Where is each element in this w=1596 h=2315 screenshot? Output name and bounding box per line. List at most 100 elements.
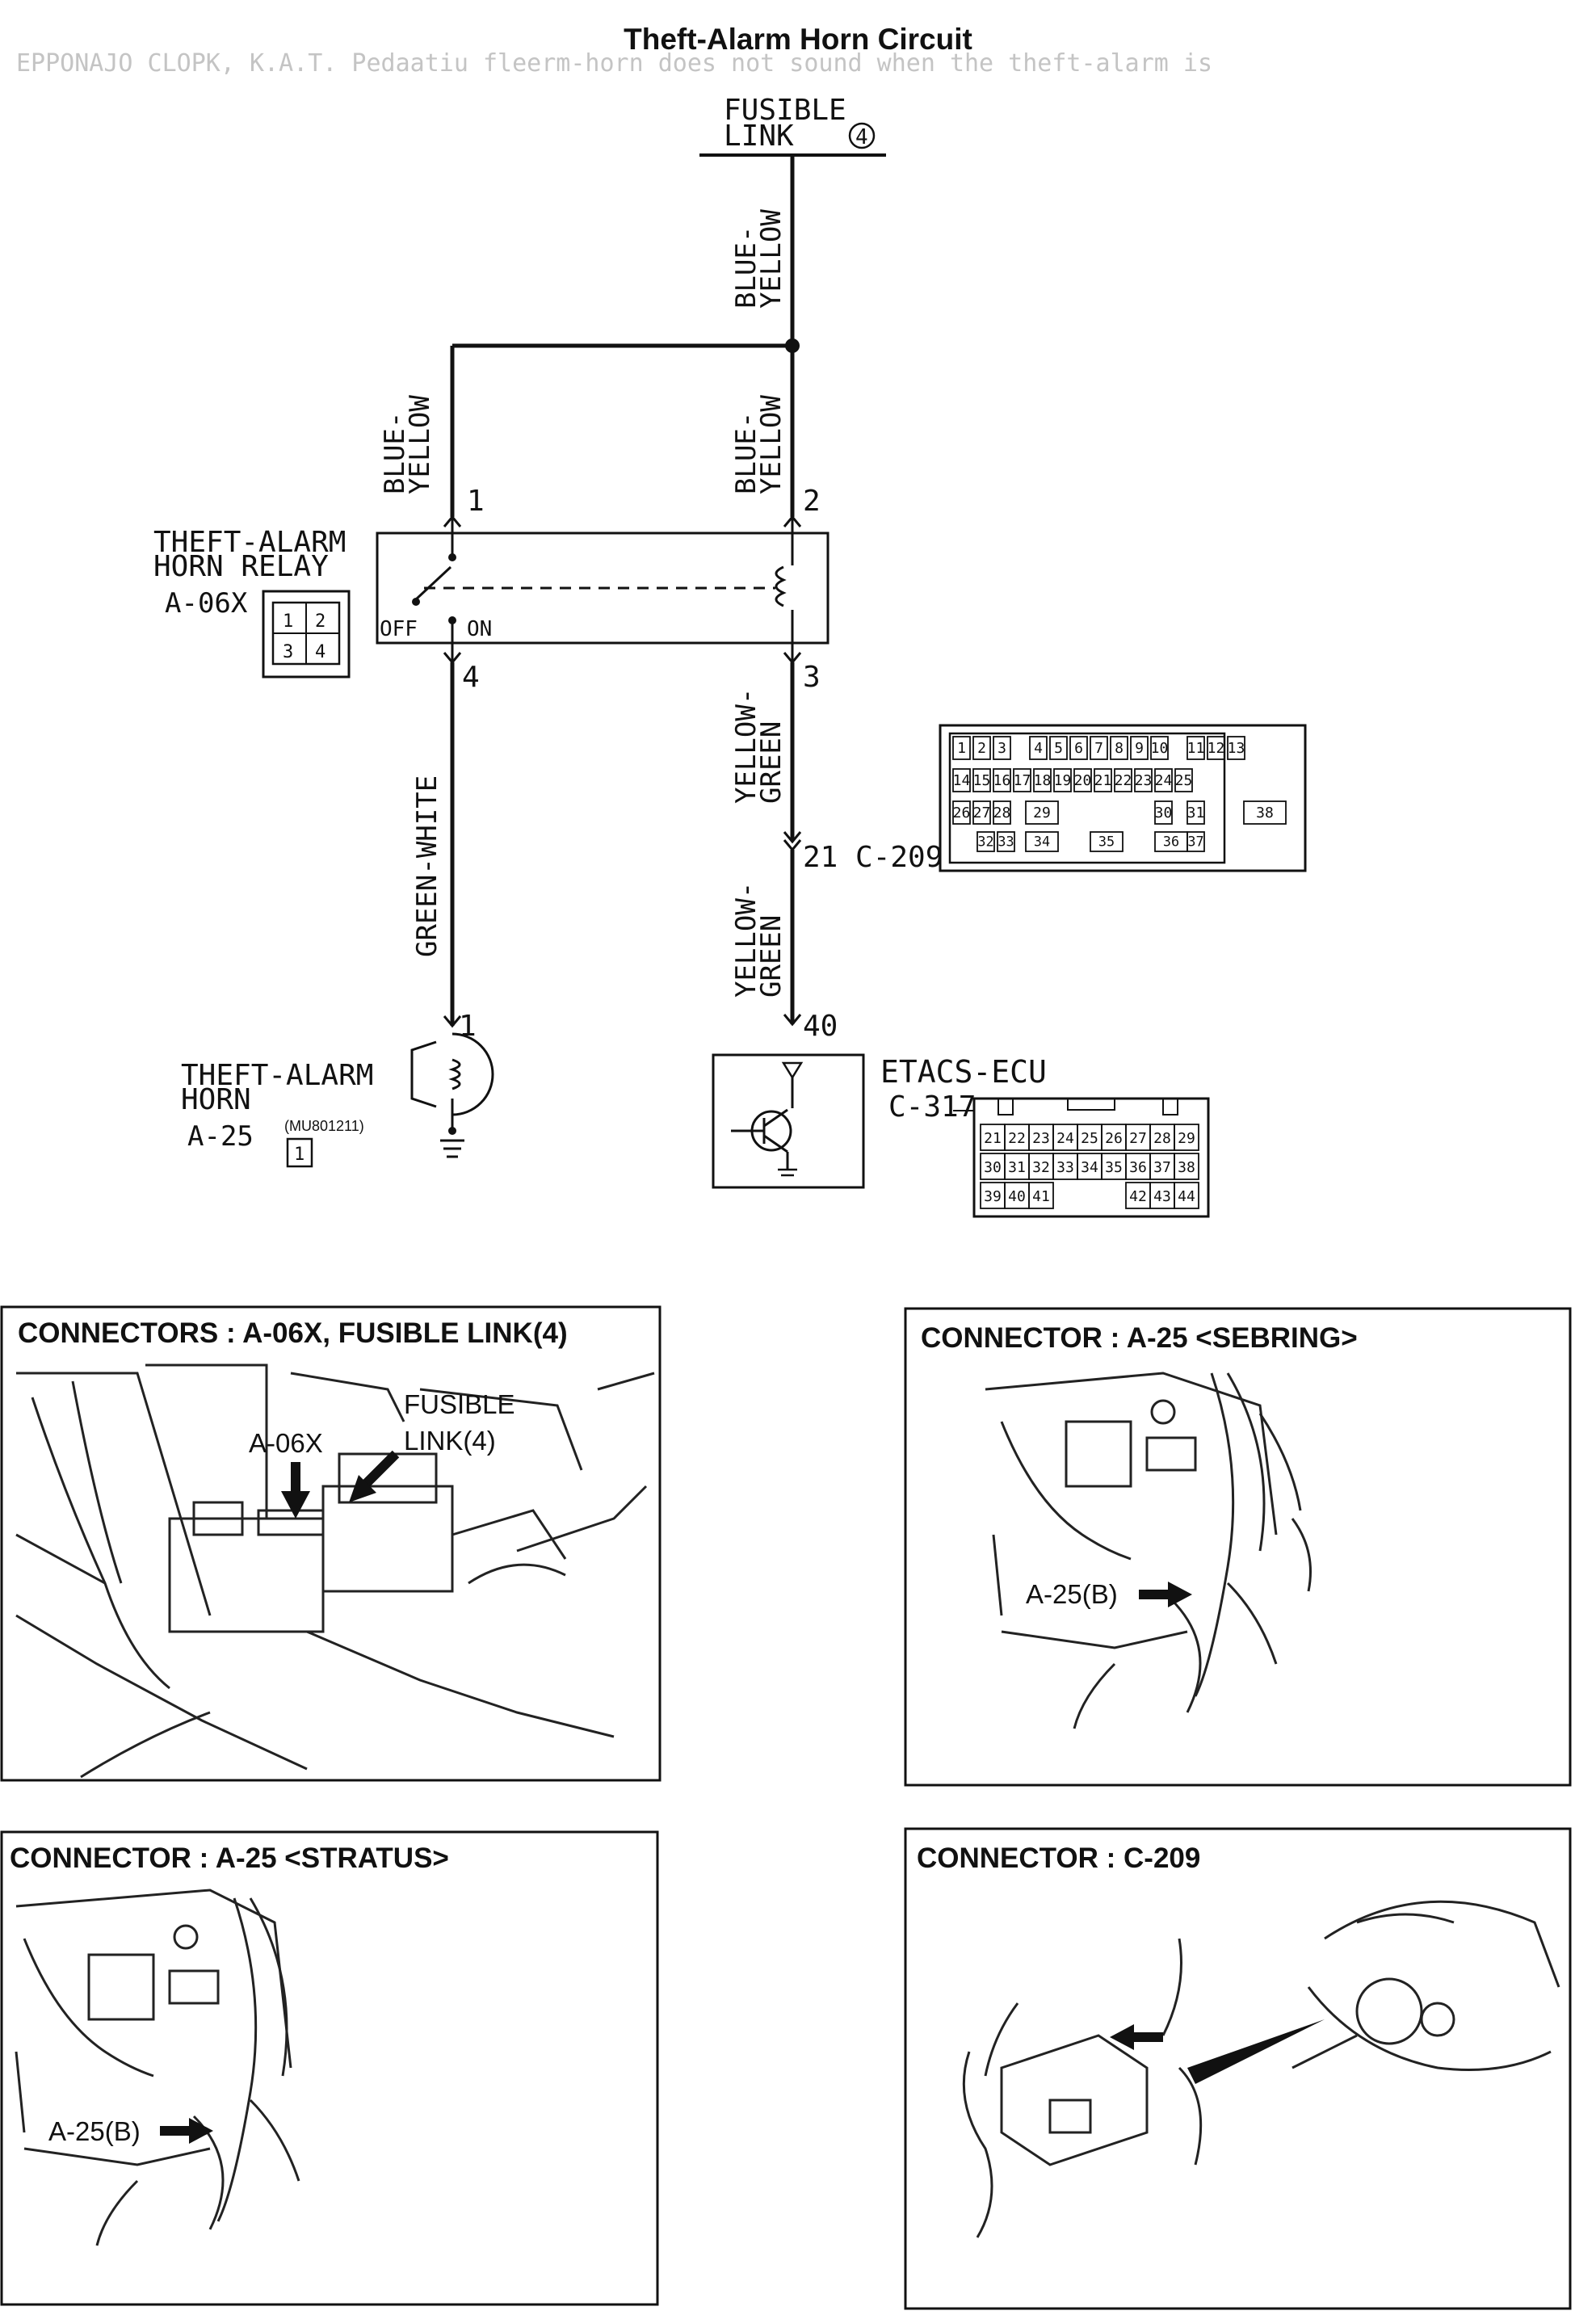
c317-pin-29-cell — [1174, 1124, 1199, 1151]
c317-pin-44: 44 — [1178, 1188, 1195, 1205]
c209-pin-17: 17 — [1014, 772, 1031, 789]
c209-pin-3-cell — [993, 736, 1011, 760]
splice-dot — [785, 338, 800, 353]
c209-pin-37-cell — [1186, 831, 1205, 852]
wire-label-right-1: BLUE- — [730, 412, 762, 494]
c209-pin-3: 3 — [998, 740, 1006, 757]
c317-pin-23: 23 — [1032, 1130, 1050, 1147]
c209-pin-18-cell — [1033, 768, 1052, 792]
panel4-arrow — [1110, 2024, 1163, 2050]
c209-pin-13-cell — [1227, 736, 1245, 760]
relay-on-label: ON — [467, 617, 492, 641]
horn-code: A-25 — [187, 1120, 254, 1153]
c317-pin-34: 34 — [1081, 1159, 1098, 1176]
theft-alarm-horn-relay: THEFT-ALARM HORN RELAY A-06X 1 2 3 4 1 2… — [153, 485, 830, 694]
relay-coil — [775, 565, 787, 607]
wire-label-left-2: YELLOW — [404, 395, 436, 494]
c209-pin-12-cell — [1207, 736, 1225, 760]
panel-a25-sebring: CONNECTOR : A-25 <SEBRING> A-25(B) — [904, 1307, 1572, 1787]
c209-pin-8: 8 — [1115, 740, 1124, 757]
panel1-callout-link: LINK(4) — [404, 1426, 496, 1456]
c209-pin-13: 13 — [1228, 740, 1245, 757]
c209-pin-11-cell — [1186, 736, 1205, 760]
fusible-link-number-circle — [848, 122, 876, 149]
diagram-title: Theft-Alarm Horn Circuit — [624, 23, 972, 56]
c209-pin-8-cell — [1110, 736, 1128, 760]
panel1-arrow-a06x — [281, 1462, 310, 1519]
c209-pin-27-cell — [972, 800, 991, 825]
relay-icon-pin2: 2 — [315, 611, 326, 632]
relay-pin-2: 2 — [803, 485, 821, 518]
c209-pin-25: 25 — [1175, 772, 1193, 789]
c209-pin-2-cell — [972, 736, 991, 760]
c209-pin-20: 20 — [1074, 772, 1092, 789]
c209-pin-27: 27 — [973, 805, 991, 821]
horn-coil — [448, 1058, 461, 1090]
c209-pin-28: 28 — [993, 805, 1011, 821]
relay-pin-4: 4 — [462, 661, 480, 694]
c209-pin-1-cell — [952, 736, 971, 760]
c209-pin-6-cell — [1069, 736, 1088, 760]
wire-label-c209-1: YELLOW- — [730, 688, 762, 804]
c209-pin-10: 10 — [1151, 740, 1169, 757]
horn-connector-icon — [286, 1137, 313, 1168]
c209-pin-5: 5 — [1054, 740, 1063, 757]
c317-pin-21: 21 — [984, 1130, 1002, 1147]
c317-pin-44-cell — [1174, 1182, 1199, 1209]
c209-pin-12: 12 — [1208, 740, 1225, 757]
c209-pin-15-cell — [972, 768, 991, 792]
c209-pin-33-cell — [997, 831, 1015, 852]
panel4-connector-drawing — [962, 1900, 1560, 2238]
c209-pin-7-cell — [1090, 736, 1108, 760]
c209-pin-7: 7 — [1094, 740, 1103, 757]
c317-pin-30: 30 — [984, 1159, 1002, 1176]
c209-pin-20-cell — [1073, 768, 1092, 792]
c317-pin-24: 24 — [1056, 1130, 1074, 1147]
fusible-link-number: 4 — [855, 125, 868, 149]
c209-pin-36: 36 — [1163, 833, 1179, 849]
relay-code: A-06X — [165, 587, 248, 620]
c317-pin-22: 22 — [1008, 1130, 1026, 1147]
wires — [450, 155, 795, 1026]
c209-pin-26-cell — [952, 800, 971, 825]
horn-name-line1: THEFT-ALARM — [181, 1059, 373, 1092]
c209-pin-5-cell — [1049, 736, 1068, 760]
c209-pin-11: 11 — [1187, 740, 1205, 757]
ecu-pin-40: 40 — [803, 1010, 838, 1043]
panel-a06x-fusible-link: CONNECTORS : A-06X, FUSIBLE LINK(4) — [0, 1305, 662, 1782]
fusible-link: FUSIBLE LINK 4 — [699, 94, 886, 157]
wire-label-left-1: BLUE- — [379, 412, 411, 494]
panel-c209: CONNECTOR : C-209 — [904, 1827, 1572, 2310]
c317-pin-25: 25 — [1081, 1130, 1098, 1147]
c317-pin-29: 29 — [1178, 1130, 1195, 1147]
c317-pin-38: 38 — [1178, 1159, 1195, 1176]
horn-part-number: (MU801211) — [284, 1118, 364, 1134]
c317-pin-36: 36 — [1129, 1159, 1147, 1176]
c209-pin-23: 23 — [1135, 772, 1153, 789]
c317-pin-32: 32 — [1032, 1159, 1050, 1176]
c317-pin-41-cell — [1028, 1182, 1054, 1209]
panel4-title: CONNECTOR : C-209 — [917, 1842, 1200, 1874]
c209-pin-1: 1 — [957, 740, 966, 757]
c209-pin-37: 37 — [1187, 833, 1203, 849]
c209-pin-18: 18 — [1034, 772, 1052, 789]
fusible-link-line2: LINK — [724, 120, 794, 153]
etacs-ecu: 40 ETACS-ECU C-317 — [712, 1010, 1047, 1189]
relay-off-label: OFF — [380, 617, 418, 641]
c209-pin-24-cell — [1154, 768, 1173, 792]
panel1-callout-a06x: A-06X — [249, 1428, 323, 1458]
c209-pin-23-cell — [1134, 768, 1153, 792]
relay-icon-pin3: 3 — [283, 642, 293, 662]
ground-icon — [440, 1139, 464, 1158]
c209-pin-19-cell — [1053, 768, 1072, 792]
header-noise-text: EPPONAJO CLOPK, K.A.T. Pedaatiu fleerm-h… — [16, 49, 1212, 78]
ecu-ground-icon — [778, 1168, 797, 1177]
c209-pin-32: 32 — [977, 833, 993, 849]
c209-pin-34-cell — [1025, 831, 1059, 852]
panel2-title: CONNECTOR : A-25 <SEBRING> — [921, 1322, 1358, 1354]
panel2-arrow — [1139, 1582, 1192, 1607]
c209-pin-35-cell — [1090, 831, 1124, 852]
c209-pin-14: 14 — [953, 772, 971, 789]
c209-label: 21 C-209 — [803, 841, 943, 874]
